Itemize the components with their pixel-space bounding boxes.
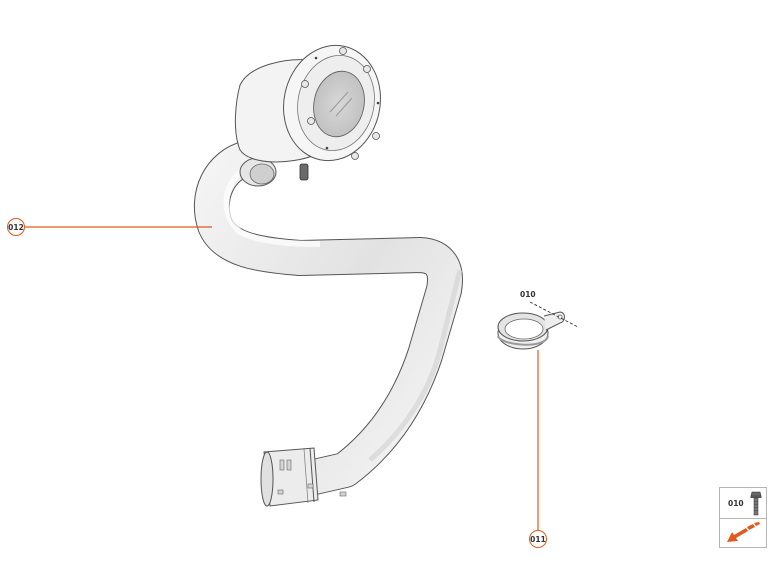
pipe-coupling [239,157,277,187]
callout-010[interactable]: 010 [520,290,536,299]
intake-pipe[interactable] [193,140,463,496]
callout-011[interactable]: 011 [529,530,547,548]
legend-part-code: 010 [728,499,744,508]
filter-housing[interactable] [234,36,391,169]
orange-arrow-icon [727,522,760,542]
legend-nav-button[interactable] [720,519,766,548]
screw-icon [750,491,762,516]
parts-legend: 010 [719,487,767,548]
quick-connector[interactable] [260,447,347,507]
sensor-stub [299,163,309,181]
legend-row-screw[interactable]: 010 [720,488,766,519]
callout-012[interactable]: 012 [7,218,25,236]
hose-clamp[interactable] [497,301,579,350]
